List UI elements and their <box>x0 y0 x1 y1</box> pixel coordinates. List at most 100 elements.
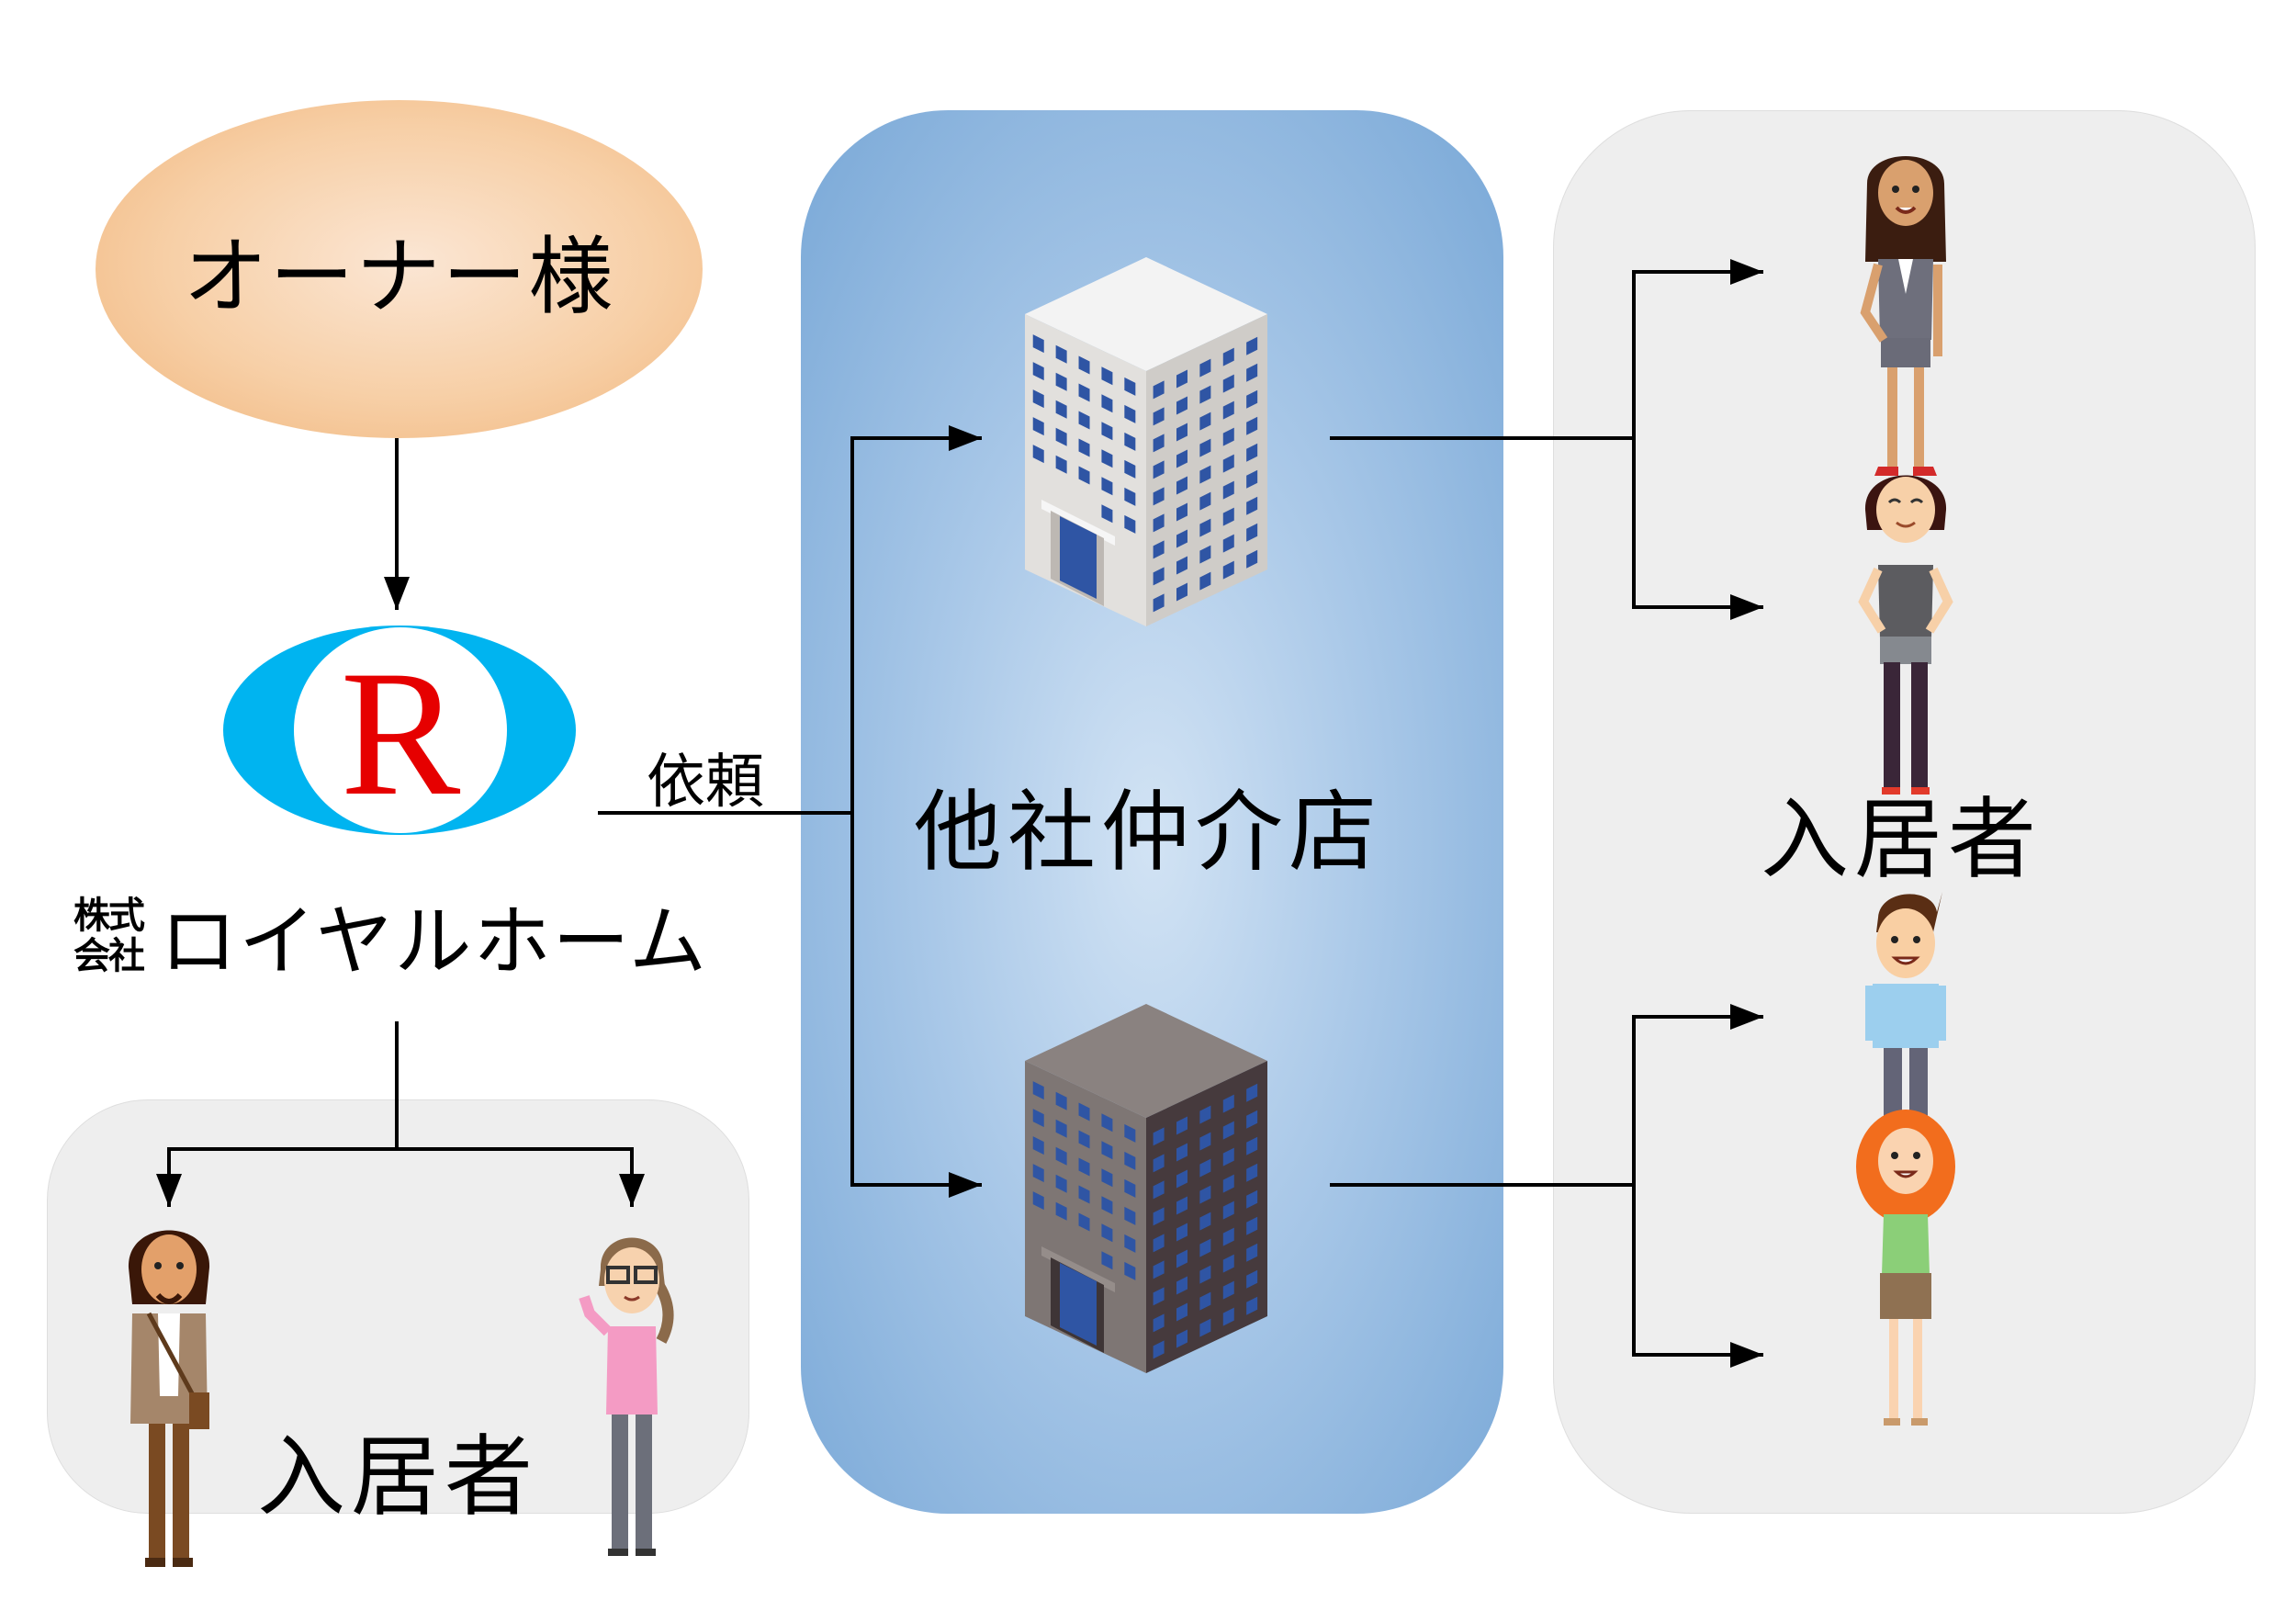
building-window <box>1246 1136 1258 1155</box>
building-window <box>1199 465 1211 484</box>
building-window <box>1176 529 1187 548</box>
building-window <box>1153 460 1165 479</box>
building-window <box>1101 1251 1113 1270</box>
building-window <box>1199 518 1211 537</box>
building-window <box>1078 383 1090 402</box>
building-window <box>1153 1313 1165 1333</box>
building-window <box>1153 1287 1165 1306</box>
building-window <box>1055 1119 1067 1138</box>
building-window <box>1199 385 1211 404</box>
building-window <box>1176 369 1187 389</box>
company-name: 株式 会社 ロイヤルホーム <box>73 880 708 991</box>
request-label: 依頼 <box>647 749 764 817</box>
building-window <box>1124 432 1136 451</box>
building-window <box>1222 400 1234 420</box>
building-dark-icon <box>1025 1004 1267 1373</box>
person-woman-curly-hair-icon <box>1856 1110 1955 1426</box>
building-window <box>1246 1296 1258 1315</box>
building-window <box>1124 377 1136 396</box>
building-window <box>1199 1238 1211 1257</box>
building-window <box>1101 366 1113 386</box>
building-window <box>1222 347 1234 366</box>
building-window <box>1153 407 1165 426</box>
building-window <box>1124 1178 1136 1198</box>
building-window <box>1222 374 1234 393</box>
building-window <box>1101 477 1113 496</box>
building-door <box>1060 516 1097 599</box>
building-window <box>1246 1083 1258 1102</box>
building-window <box>1124 514 1136 534</box>
building-window <box>1153 540 1165 559</box>
building-window <box>1055 1146 1067 1166</box>
building-window <box>1153 593 1165 613</box>
building-window <box>1176 1116 1187 1135</box>
building-window <box>1101 422 1113 441</box>
building-window <box>1078 1102 1090 1121</box>
building-window <box>1222 427 1234 446</box>
building-window <box>1176 502 1187 522</box>
building-window <box>1199 1158 1211 1178</box>
building-window <box>1055 427 1067 446</box>
building-window <box>1199 1291 1211 1311</box>
building-window <box>1199 571 1211 591</box>
building-window <box>1032 1164 1044 1183</box>
building-window <box>1199 1265 1211 1284</box>
building-window <box>1222 480 1234 500</box>
building-window <box>1124 459 1136 479</box>
building-window <box>1032 1136 1044 1155</box>
building-window <box>1078 355 1090 375</box>
building-window <box>1153 1260 1165 1279</box>
owner-node: オーナー様 <box>96 100 703 438</box>
building-window <box>1176 1196 1187 1215</box>
building-window <box>1176 1276 1187 1295</box>
arrow-company-to-left-residents <box>156 1021 645 1207</box>
person-man-blue-shirt-icon <box>1865 892 1946 1136</box>
building-window <box>1101 1113 1113 1133</box>
building-window <box>1199 411 1211 431</box>
building-window <box>1246 1216 1258 1235</box>
building-window <box>1222 1254 1234 1273</box>
building-window <box>1032 1109 1044 1128</box>
person-woman-short-hair-icon <box>1858 475 1953 795</box>
building-window <box>1124 1234 1136 1253</box>
building-window <box>1199 1318 1211 1337</box>
building-window <box>1153 513 1165 533</box>
building-window <box>1101 449 1113 468</box>
building-window <box>1078 1212 1090 1232</box>
kabushiki-top: 株式 <box>73 894 145 937</box>
building-window <box>1101 1168 1113 1188</box>
person-man-long-hair-icon <box>128 1230 210 1567</box>
building-window <box>1153 1154 1165 1173</box>
building-window <box>1246 549 1258 569</box>
building-window <box>1078 466 1090 485</box>
arrow-agency2-to-residents <box>1330 1004 1763 1368</box>
building-window <box>1246 389 1258 409</box>
building-window <box>1222 534 1234 553</box>
building-window <box>1246 1189 1258 1209</box>
arrow-agency1-to-residents <box>1330 259 1763 620</box>
residents-right-label: 入居者 <box>1761 788 2042 891</box>
building-window <box>1199 1132 1211 1151</box>
building-window <box>1124 1123 1136 1143</box>
building-window <box>1153 1127 1165 1146</box>
building-window <box>1153 1234 1165 1253</box>
building-window <box>1222 1174 1234 1193</box>
building-window <box>1222 1094 1234 1113</box>
building-window <box>1032 417 1044 436</box>
building-window <box>1078 411 1090 430</box>
building-window <box>1176 1223 1187 1242</box>
building-window <box>1222 1227 1234 1246</box>
arrow-company-to-agencies <box>598 425 982 1198</box>
building-window <box>1246 416 1258 435</box>
building-window <box>1176 396 1187 415</box>
building-window <box>1124 1206 1136 1225</box>
building-window <box>1101 504 1113 524</box>
building-window <box>1222 1121 1234 1140</box>
building-window <box>1199 438 1211 457</box>
building-window <box>1176 423 1187 442</box>
company-name-text: ロイヤルホーム <box>160 896 708 986</box>
building-window <box>1032 362 1044 381</box>
building-window <box>1153 1207 1165 1226</box>
building-window <box>1199 491 1211 511</box>
